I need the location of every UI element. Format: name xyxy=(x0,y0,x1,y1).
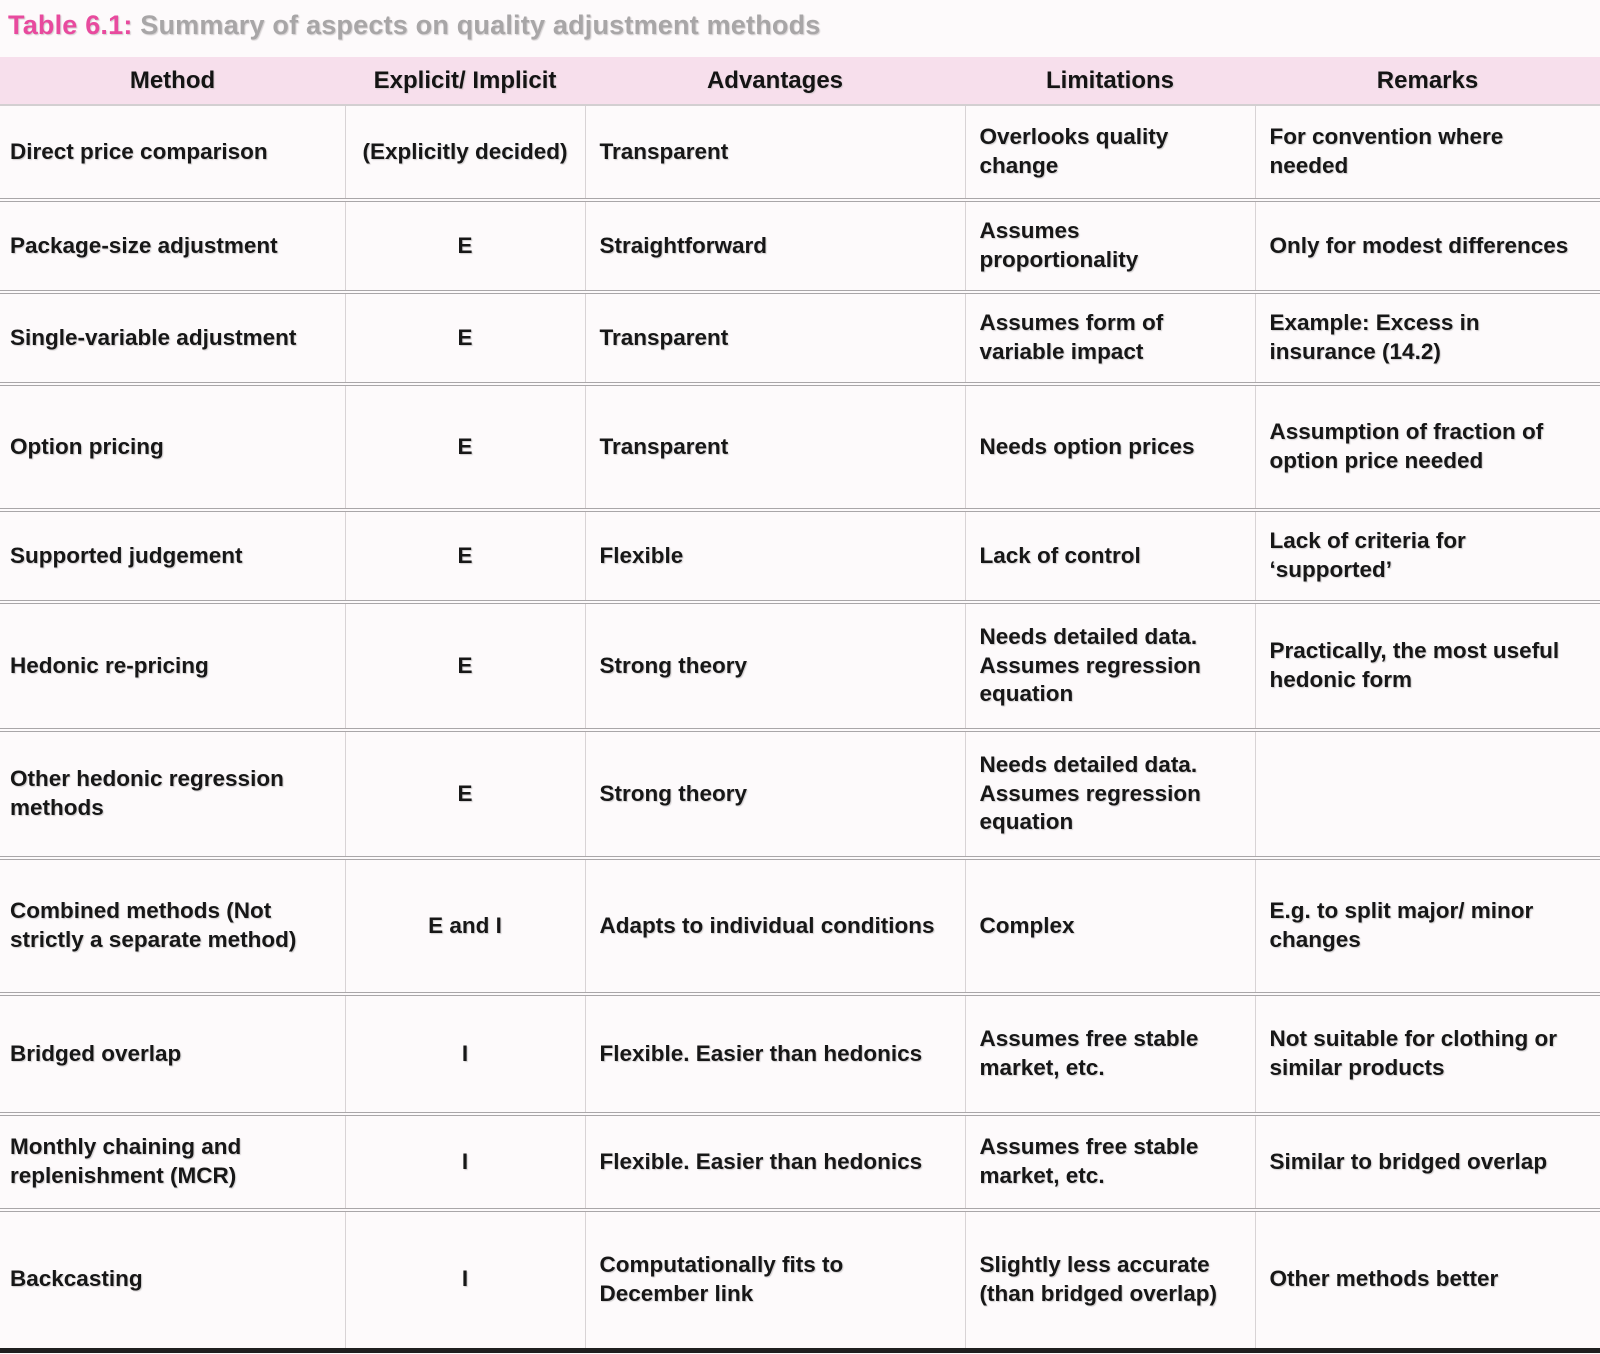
cell-advantages: Transparent xyxy=(584,292,965,384)
cell-limitations: Complex xyxy=(964,858,1255,994)
cell-limitations: Assumes free stable market, etc. xyxy=(964,994,1255,1114)
cell-limitations: Needs detailed data. Assumes regression … xyxy=(964,730,1255,858)
table-row: Monthly chaining and replenishment (MCR)… xyxy=(0,1114,1600,1210)
cell-limitations: Assumes form of variable impact xyxy=(964,292,1255,384)
cell-advantages: Flexible. Easier than hedonics xyxy=(584,1114,965,1210)
cell-method: Bridged overlap xyxy=(10,1040,182,1066)
table-row: Direct price comparison (Explicitly deci… xyxy=(0,105,1600,200)
cell-explicit: E xyxy=(344,510,585,602)
cell-explicit: I xyxy=(344,1114,585,1210)
table-row: Backcasting I Computationally fits to De… xyxy=(0,1210,1600,1350)
cell-method: Single-variable adjustment xyxy=(10,324,297,350)
cell-remarks: Only for modest differences xyxy=(1254,200,1600,292)
column-header-remarks: Remarks xyxy=(1376,66,1479,94)
cell-advantages: Adapts to individual conditions xyxy=(584,858,965,994)
cell-limitations: Needs option prices xyxy=(964,384,1255,510)
cell-remarks: Lack of criteria for ‘supported’ xyxy=(1254,510,1600,602)
cell-remarks: Practically, the most useful hedonic for… xyxy=(1254,602,1600,730)
column-header-method: Method xyxy=(129,66,216,94)
column-header-explicit-implicit: Explicit/ Implicit xyxy=(373,66,557,94)
table-title-label: Table 6.1: xyxy=(8,10,133,40)
cell-explicit: I xyxy=(344,1210,585,1350)
cell-limitations: Slightly less accurate (than bridged ove… xyxy=(964,1210,1255,1350)
cell-advantages: Computationally fits to December link xyxy=(584,1210,965,1350)
table-title: Table 6.1: Summary of aspects on quality… xyxy=(0,0,1600,41)
cell-explicit: E xyxy=(344,200,585,292)
cell-limitations: Overlooks quality change xyxy=(964,105,1255,200)
cell-method: Monthly chaining and replenishment (MCR) xyxy=(10,1134,242,1188)
column-header-advantages: Advantages xyxy=(706,66,844,94)
cell-method: Supported judgement xyxy=(10,542,243,568)
cell-advantages: Strong theory xyxy=(584,602,965,730)
cell-remarks: E.g. to split major/ minor changes xyxy=(1254,858,1600,994)
cell-method: Direct price comparison xyxy=(10,138,268,164)
cell-advantages: Strong theory xyxy=(584,730,965,858)
cell-limitations: Needs detailed data. Assumes regression … xyxy=(964,602,1255,730)
cell-limitations: Assumes proportionality xyxy=(964,200,1255,292)
cell-method: Combined methods (Not strictly a separat… xyxy=(10,898,297,952)
cell-remarks xyxy=(1254,730,1600,858)
cell-limitations: Lack of control xyxy=(964,510,1255,602)
cell-explicit: (Explicitly decided) xyxy=(344,105,585,200)
table-row: Single-variable adjustment E Transparent… xyxy=(0,292,1600,384)
quality-adjustment-methods-table: Method Explicit/ Implicit Advantages Lim… xyxy=(0,57,1600,1353)
cell-method: Backcasting xyxy=(10,1266,143,1292)
cell-advantages: Flexible. Easier than hedonics xyxy=(584,994,965,1114)
table-row: Supported judgement E Flexible Lack of c… xyxy=(0,510,1600,602)
cell-advantages: Flexible xyxy=(584,510,965,602)
table-row: Option pricing E Transparent Needs optio… xyxy=(0,384,1600,510)
cell-explicit: E xyxy=(344,730,585,858)
cell-advantages: Straightforward xyxy=(584,200,965,292)
table-row: Combined methods (Not strictly a separat… xyxy=(0,858,1600,994)
cell-remarks: Not suitable for clothing or similar pro… xyxy=(1254,994,1600,1114)
cell-explicit: E xyxy=(344,292,585,384)
cell-remarks: Assumption of fraction of option price n… xyxy=(1254,384,1600,510)
cell-remarks: Example: Excess in insurance (14.2) xyxy=(1254,292,1600,384)
cell-limitations: Assumes free stable market, etc. xyxy=(964,1114,1255,1210)
table-row: Hedonic re-pricing E Strong theory Needs… xyxy=(0,602,1600,730)
cell-advantages: Transparent xyxy=(584,105,965,200)
table-row: Bridged overlap I Flexible. Easier than … xyxy=(0,994,1600,1114)
cell-advantages: Transparent xyxy=(584,384,965,510)
table-row: Other hedonic regression methods E Stron… xyxy=(0,730,1600,858)
cell-method: Other hedonic regression methods xyxy=(10,766,284,820)
cell-explicit: E and I xyxy=(344,858,585,994)
cell-remarks: Similar to bridged overlap xyxy=(1254,1114,1600,1210)
cell-method: Hedonic re-pricing xyxy=(10,652,209,678)
cell-remarks: For convention where needed xyxy=(1254,105,1600,200)
cell-method: Package-size adjustment xyxy=(10,232,278,258)
table-header-row: Method Explicit/ Implicit Advantages Lim… xyxy=(0,57,1600,105)
column-header-limitations: Limitations xyxy=(1045,66,1174,94)
cell-explicit: E xyxy=(344,384,585,510)
cell-explicit: I xyxy=(344,994,585,1114)
cell-explicit: E xyxy=(344,602,585,730)
table-row: Package-size adjustment E Straightforwar… xyxy=(0,200,1600,292)
cell-remarks: Other methods better xyxy=(1254,1210,1600,1350)
cell-method: Option pricing xyxy=(10,433,164,459)
table-title-text: Summary of aspects on quality adjustment… xyxy=(132,10,821,40)
